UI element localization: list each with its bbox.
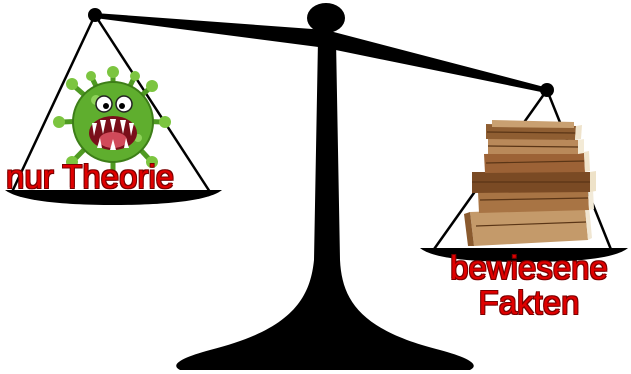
left-pan-caption: nur Theorie (6, 160, 174, 193)
scale-base (176, 40, 474, 370)
right-pan-caption: bewiesene Fakten (434, 251, 624, 320)
right-pan-caption-line2: Fakten (434, 286, 624, 321)
scale-knob (307, 3, 345, 33)
virus-monster-icon (53, 66, 171, 170)
book-stack-icon (464, 120, 596, 246)
right-pan-caption-line1: bewiesene (434, 251, 624, 286)
